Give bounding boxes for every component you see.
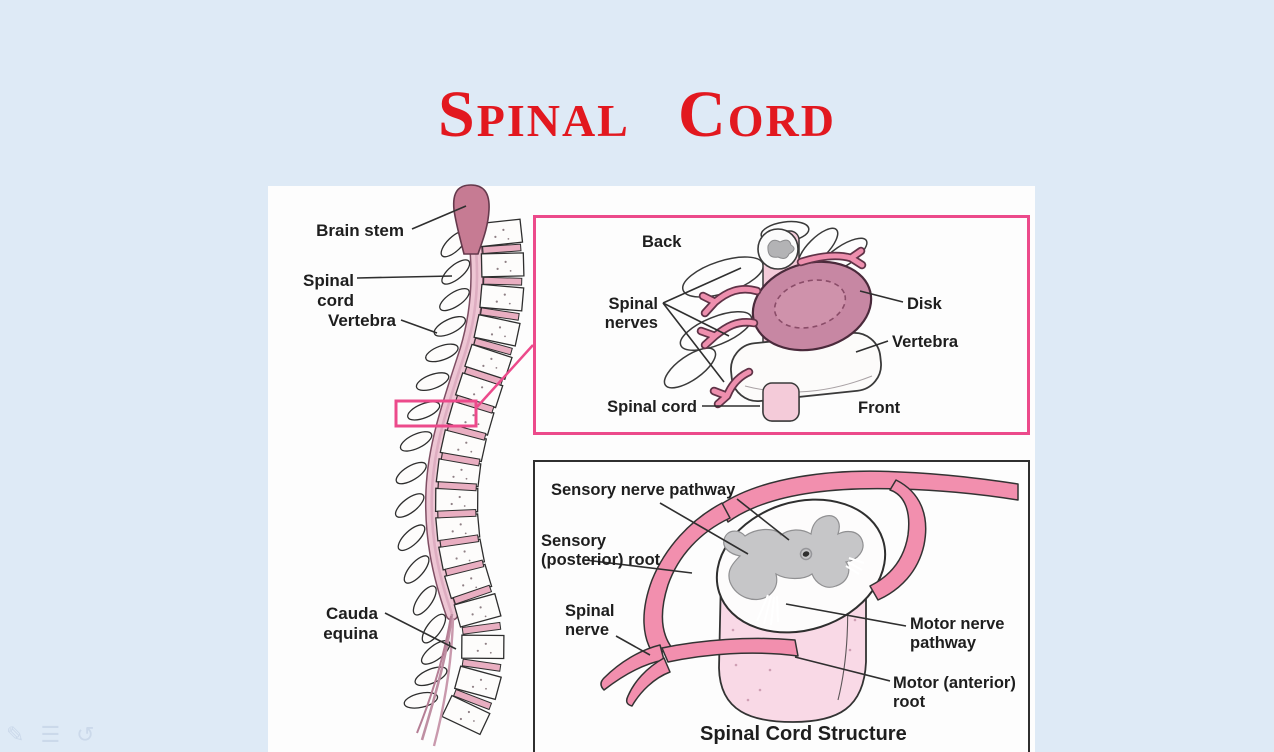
label-front: Front <box>858 399 901 417</box>
label-spinal-nerves: Spinal nerves <box>604 295 658 333</box>
gray-matter-shape <box>723 515 864 601</box>
label-inset-spinal-cord: Spinal cord <box>607 398 697 416</box>
label-inset-vertebra: Vertebra <box>892 333 959 351</box>
structure-inset-figure <box>600 470 1019 723</box>
bone-stipple <box>450 228 512 722</box>
label-sensory-posterior-root: Sensory (posterior) root <box>541 532 661 570</box>
pencil-icon: ✎ <box>6 722 25 747</box>
label-motor-anterior-root: Motor (anterior) root <box>893 674 1016 712</box>
vertebral-bodies <box>434 218 525 736</box>
label-brain-stem: Brain stem <box>316 221 404 240</box>
leader-lines <box>356 205 907 682</box>
nerve-roots-shape <box>600 470 1019 707</box>
intervertebral-disks <box>437 243 523 711</box>
spinal-nerves-shape <box>696 246 867 409</box>
label-spinal-cord: Spinal cord <box>302 271 354 311</box>
central-canal <box>802 551 810 557</box>
spinous-processes <box>394 230 471 709</box>
label-sensory-nerve-pathway: Sensory nerve pathway <box>551 481 736 499</box>
brain-stem-shape <box>452 184 490 255</box>
list-icon: ☰ <box>40 722 61 747</box>
label-spinal-nerve: Spinal nerve <box>565 602 615 640</box>
label-disk: Disk <box>907 295 942 313</box>
label-back: Back <box>642 233 682 251</box>
highlight-box <box>394 399 478 428</box>
label-cauda-equina: Cauda equina <box>323 604 378 644</box>
structure-caption: Spinal Cord Structure <box>700 723 907 745</box>
label-motor-nerve-pathway: Motor nerve pathway <box>910 615 1005 653</box>
watermark-icons: ✎ ☰ ↺ <box>6 722 95 748</box>
vertebra-inset-figure <box>663 220 882 422</box>
page-title: Spinal Cord <box>438 78 836 151</box>
clock-icon: ↺ <box>76 722 95 747</box>
spine-figure <box>394 184 534 747</box>
label-vertebra: Vertebra <box>327 311 396 330</box>
cauda-equina-shape <box>416 613 455 747</box>
white-matter-streaks <box>756 557 865 626</box>
highlight-connector <box>476 344 534 408</box>
